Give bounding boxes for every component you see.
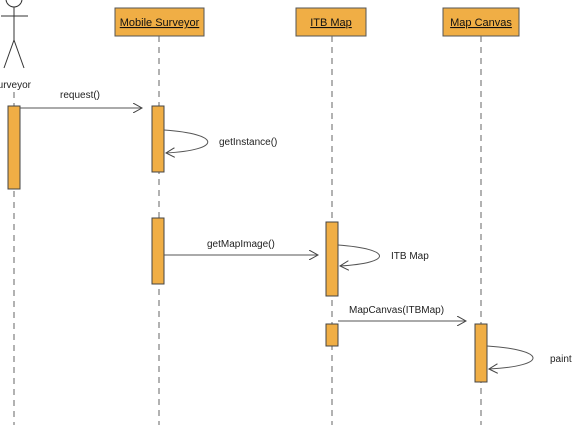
itb-map-self-label: ITB Map — [391, 251, 429, 262]
message-itb-map-self: ITB Map — [337, 244, 429, 266]
map-canvas-label: Map Canvas — [450, 17, 512, 29]
itb-map-label: ITB Map — [310, 17, 352, 29]
activation-itb-map-2 — [325, 323, 339, 347]
lifeline-header-mobile-surveyor: Mobile Surveyor — [114, 7, 205, 37]
activation-mobile-surveyor-2 — [151, 217, 165, 285]
map-canvas-ctor-label: MapCanvas(ITBMap) — [349, 305, 444, 316]
lifeline-header-map-canvas: Map Canvas — [442, 7, 520, 37]
actor-head — [5, 0, 23, 8]
paint-label: paint — [550, 354, 572, 365]
message-request: request() — [20, 90, 142, 108]
activation-map-canvas — [474, 323, 488, 383]
message-get-map-image: getMapImage() — [164, 239, 318, 255]
get-instance-label: getInstance() — [219, 137, 277, 148]
actor-surveyor: Surveyor — [0, 0, 32, 91]
request-label: request() — [60, 90, 100, 101]
message-get-instance: getInstance() — [163, 129, 277, 153]
mobile-surveyor-label: Mobile Surveyor — [120, 17, 200, 29]
activation-surveyor — [7, 105, 21, 190]
activation-itb-map-1 — [325, 221, 339, 297]
get-map-image-label: getMapImage() — [207, 239, 275, 250]
activation-mobile-surveyor-1 — [151, 105, 165, 173]
message-paint: paint — [486, 345, 572, 369]
message-map-canvas: MapCanvas(ITBMap) — [338, 305, 466, 321]
actor-label: Surveyor — [0, 80, 32, 91]
lifeline-header-itb-map: ITB Map — [295, 7, 367, 37]
